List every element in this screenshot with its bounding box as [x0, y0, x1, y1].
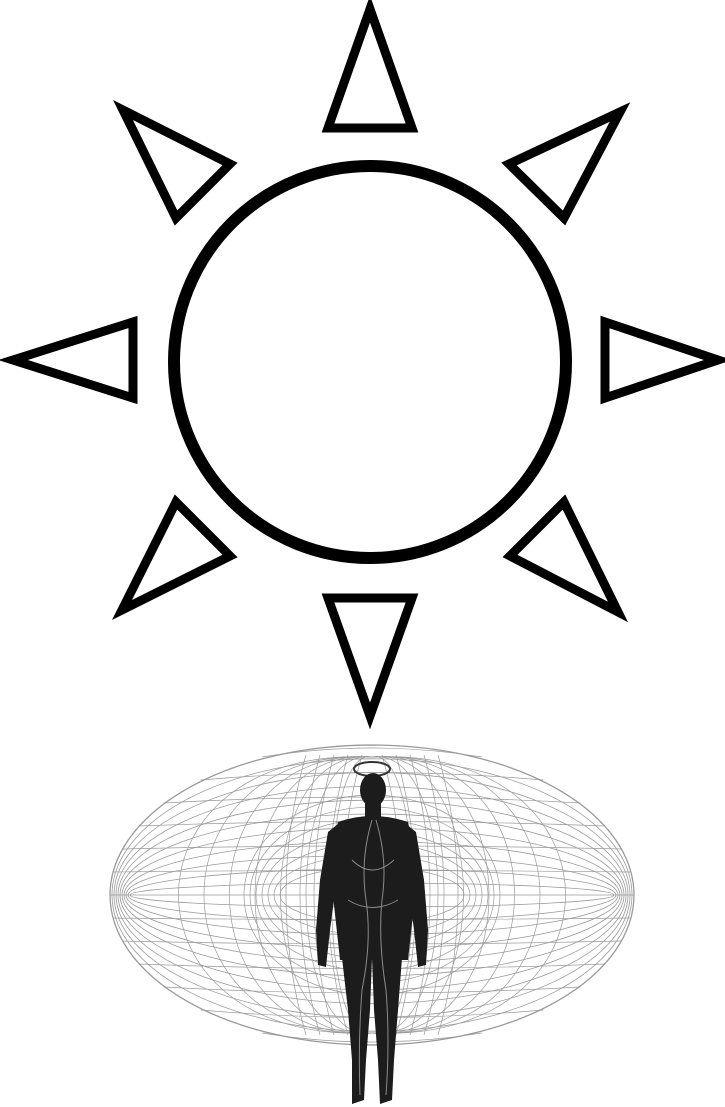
sun-ray-top-left	[123, 110, 230, 218]
sun-ray-top-right	[509, 112, 620, 218]
sun-ray-left	[13, 322, 133, 398]
torus-wire-line	[262, 1033, 482, 1042]
sun-icon	[13, 9, 718, 716]
torus-field-illustration	[110, 745, 634, 1104]
sun-circle	[174, 166, 566, 558]
sun-ray-bottom-left	[122, 502, 230, 610]
sun-ray-bottom-right	[510, 502, 618, 612]
sun-ray-top	[328, 9, 412, 128]
sun-ray-bottom	[328, 598, 412, 716]
sun-ray-right	[605, 322, 718, 398]
torus-wire-line	[262, 748, 482, 757]
torus-wire-line	[201, 1010, 544, 1018]
